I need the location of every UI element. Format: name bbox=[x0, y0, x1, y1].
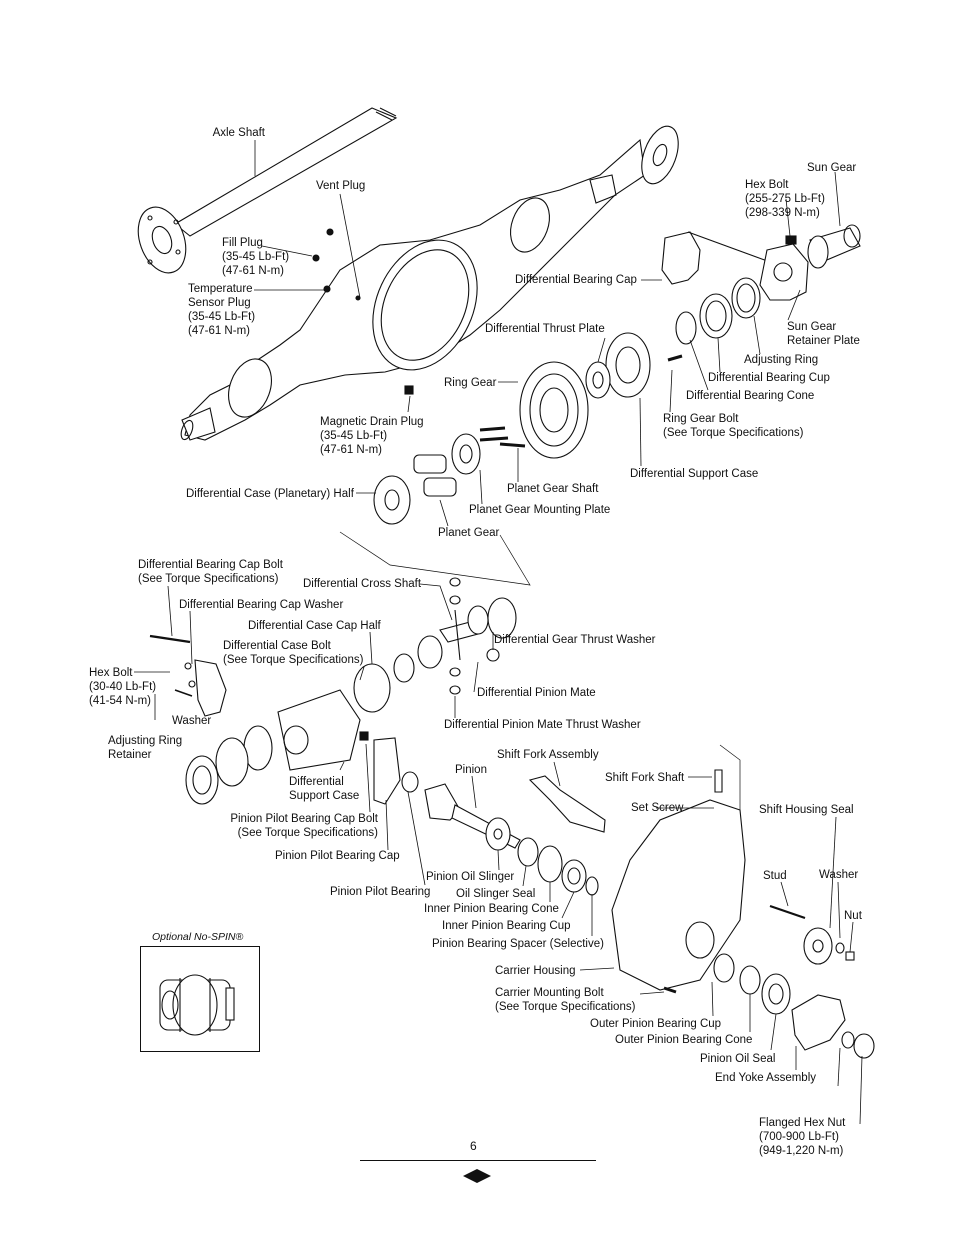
label-oil-slinger-seal: Oil Slinger Seal bbox=[456, 888, 536, 900]
label-inner-pinion-bearing-cone: Inner Pinion Bearing Cone bbox=[424, 903, 559, 915]
middle-differential-parts bbox=[149, 531, 531, 805]
label-differential-gear-thrust-washer: Differential Gear Thrust Washer bbox=[494, 634, 656, 646]
label-ring-gear: Ring Gear bbox=[444, 377, 497, 389]
label-carrier-mounting-bolt: Carrier Mounting Bolt (See Torque Specif… bbox=[495, 987, 636, 1013]
label-differential-case-bolt: Differential Case Bolt (See Torque Speci… bbox=[223, 640, 364, 666]
label-axle-shaft: Axle Shaft bbox=[212, 127, 265, 139]
label-sun-gear-retainer-plate: Sun Gear Retainer Plate bbox=[787, 321, 860, 347]
label-ring-gear-bolt: Ring Gear Bolt (See Torque Specification… bbox=[663, 413, 804, 439]
label-pinion-bearing-spacer: Pinion Bearing Spacer (Selective) bbox=[432, 938, 604, 950]
label-adjusting-ring-retainer: Adjusting Ring Retainer bbox=[108, 735, 183, 761]
leader-lines bbox=[134, 140, 863, 1125]
label-planet-gear-shaft: Planet Gear Shaft bbox=[507, 483, 599, 495]
label-planet-gear: Planet Gear bbox=[438, 527, 500, 539]
label-pinion-oil-slinger: Pinion Oil Slinger bbox=[426, 871, 515, 883]
footer-diamond-icon bbox=[463, 1169, 491, 1183]
label-optional-nospin: Optional No-SPIN® bbox=[152, 931, 244, 943]
nospin-inset-frame bbox=[140, 946, 260, 1052]
label-differential-bearing-cap: Differential Bearing Cap bbox=[515, 274, 637, 286]
label-sun-gear: Sun Gear bbox=[807, 162, 857, 174]
label-pinion: Pinion bbox=[455, 764, 487, 776]
label-differential-bearing-cone: Differential Bearing Cone bbox=[686, 390, 815, 402]
label-set-screw: Set Screw bbox=[631, 802, 684, 814]
label-planet-gear-mounting-plate: Planet Gear Mounting Plate bbox=[469, 504, 611, 516]
label-fill-plug: Fill Plug (35-45 Lb-Ft) (47-61 N-m) bbox=[222, 237, 290, 277]
label-differential-bearing-cap-bolt: Differential Bearing Cap Bolt (See Torqu… bbox=[138, 559, 283, 585]
label-flanged-hex-nut: Flanged Hex Nut (700-900 Lb-Ft) (949-1,2… bbox=[759, 1117, 846, 1157]
label-adjusting-ring: Adjusting Ring bbox=[744, 354, 819, 366]
label-washer-right: Washer bbox=[819, 869, 859, 881]
label-washer-left: Washer bbox=[172, 715, 212, 727]
axle-housing-part bbox=[180, 125, 679, 441]
label-end-yoke-assembly: End Yoke Assembly bbox=[715, 1072, 817, 1084]
label-temperature-sensor-plug: Temperature Sensor Plug (35-45 Lb-Ft) (4… bbox=[188, 283, 256, 337]
label-shift-fork-assembly: Shift Fork Assembly bbox=[497, 749, 599, 761]
label-nut: Nut bbox=[844, 910, 862, 922]
label-hex-bolt-left: Hex Bolt (30-40 Lb-Ft) (41-54 N-m) bbox=[89, 667, 157, 707]
label-differential-thrust-plate: Differential Thrust Plate bbox=[485, 323, 605, 335]
label-outer-pinion-bearing-cone: Outer Pinion Bearing Cone bbox=[615, 1034, 753, 1046]
label-pinion-pilot-bearing: Pinion Pilot Bearing bbox=[330, 886, 431, 898]
label-stud: Stud bbox=[763, 870, 787, 882]
page-number: 6 bbox=[470, 1139, 477, 1153]
label-shift-housing-seal: Shift Housing Seal bbox=[759, 804, 854, 816]
label-pinion-pilot-bearing-cap: Pinion Pilot Bearing Cap bbox=[275, 850, 400, 862]
nospin-inset-drawing bbox=[159, 974, 235, 1036]
label-differential-case-cap-half: Differential Case Cap Half bbox=[248, 620, 381, 632]
label-hex-bolt-top: Hex Bolt (255-275 Lb-Ft) (298-339 N-m) bbox=[745, 179, 825, 219]
label-differential-cross-shaft: Differential Cross Shaft bbox=[303, 578, 422, 590]
pinion-and-carrier-parts bbox=[424, 744, 875, 1059]
label-differential-pinion-mate-thrust-washer: Differential Pinion Mate Thrust Washer bbox=[444, 719, 641, 731]
label-carrier-housing: Carrier Housing bbox=[495, 965, 576, 977]
label-shift-fork-shaft: Shift Fork Shaft bbox=[605, 772, 685, 784]
label-differential-case-planetary-half: Differential Case (Planetary) Half bbox=[186, 488, 354, 500]
label-differential-bearing-cup: Differential Bearing Cup bbox=[708, 372, 830, 384]
axle-shaft-part bbox=[137, 107, 398, 274]
label-outer-pinion-bearing-cup: Outer Pinion Bearing Cup bbox=[590, 1018, 722, 1030]
label-inner-pinion-bearing-cup: Inner Pinion Bearing Cup bbox=[442, 920, 571, 932]
label-differential-support-case-top: Differential Support Case bbox=[630, 468, 759, 480]
label-pinion-oil-seal: Pinion Oil Seal bbox=[700, 1053, 776, 1065]
label-vent-plug: Vent Plug bbox=[316, 180, 366, 192]
label-differential-support-case-lower: Differential Support Case bbox=[289, 776, 360, 802]
upper-differential-parts bbox=[373, 224, 861, 525]
label-pinion-pilot-bearing-cap-bolt: Pinion Pilot Bearing Cap Bolt (See Torqu… bbox=[230, 813, 378, 839]
label-magnetic-drain-plug: Magnetic Drain Plug (35-45 Lb-Ft) (47-61… bbox=[320, 416, 424, 456]
footer-rule bbox=[360, 1160, 596, 1161]
label-differential-bearing-cap-washer: Differential Bearing Cap Washer bbox=[179, 599, 344, 611]
label-differential-pinion-mate: Differential Pinion Mate bbox=[477, 687, 596, 699]
